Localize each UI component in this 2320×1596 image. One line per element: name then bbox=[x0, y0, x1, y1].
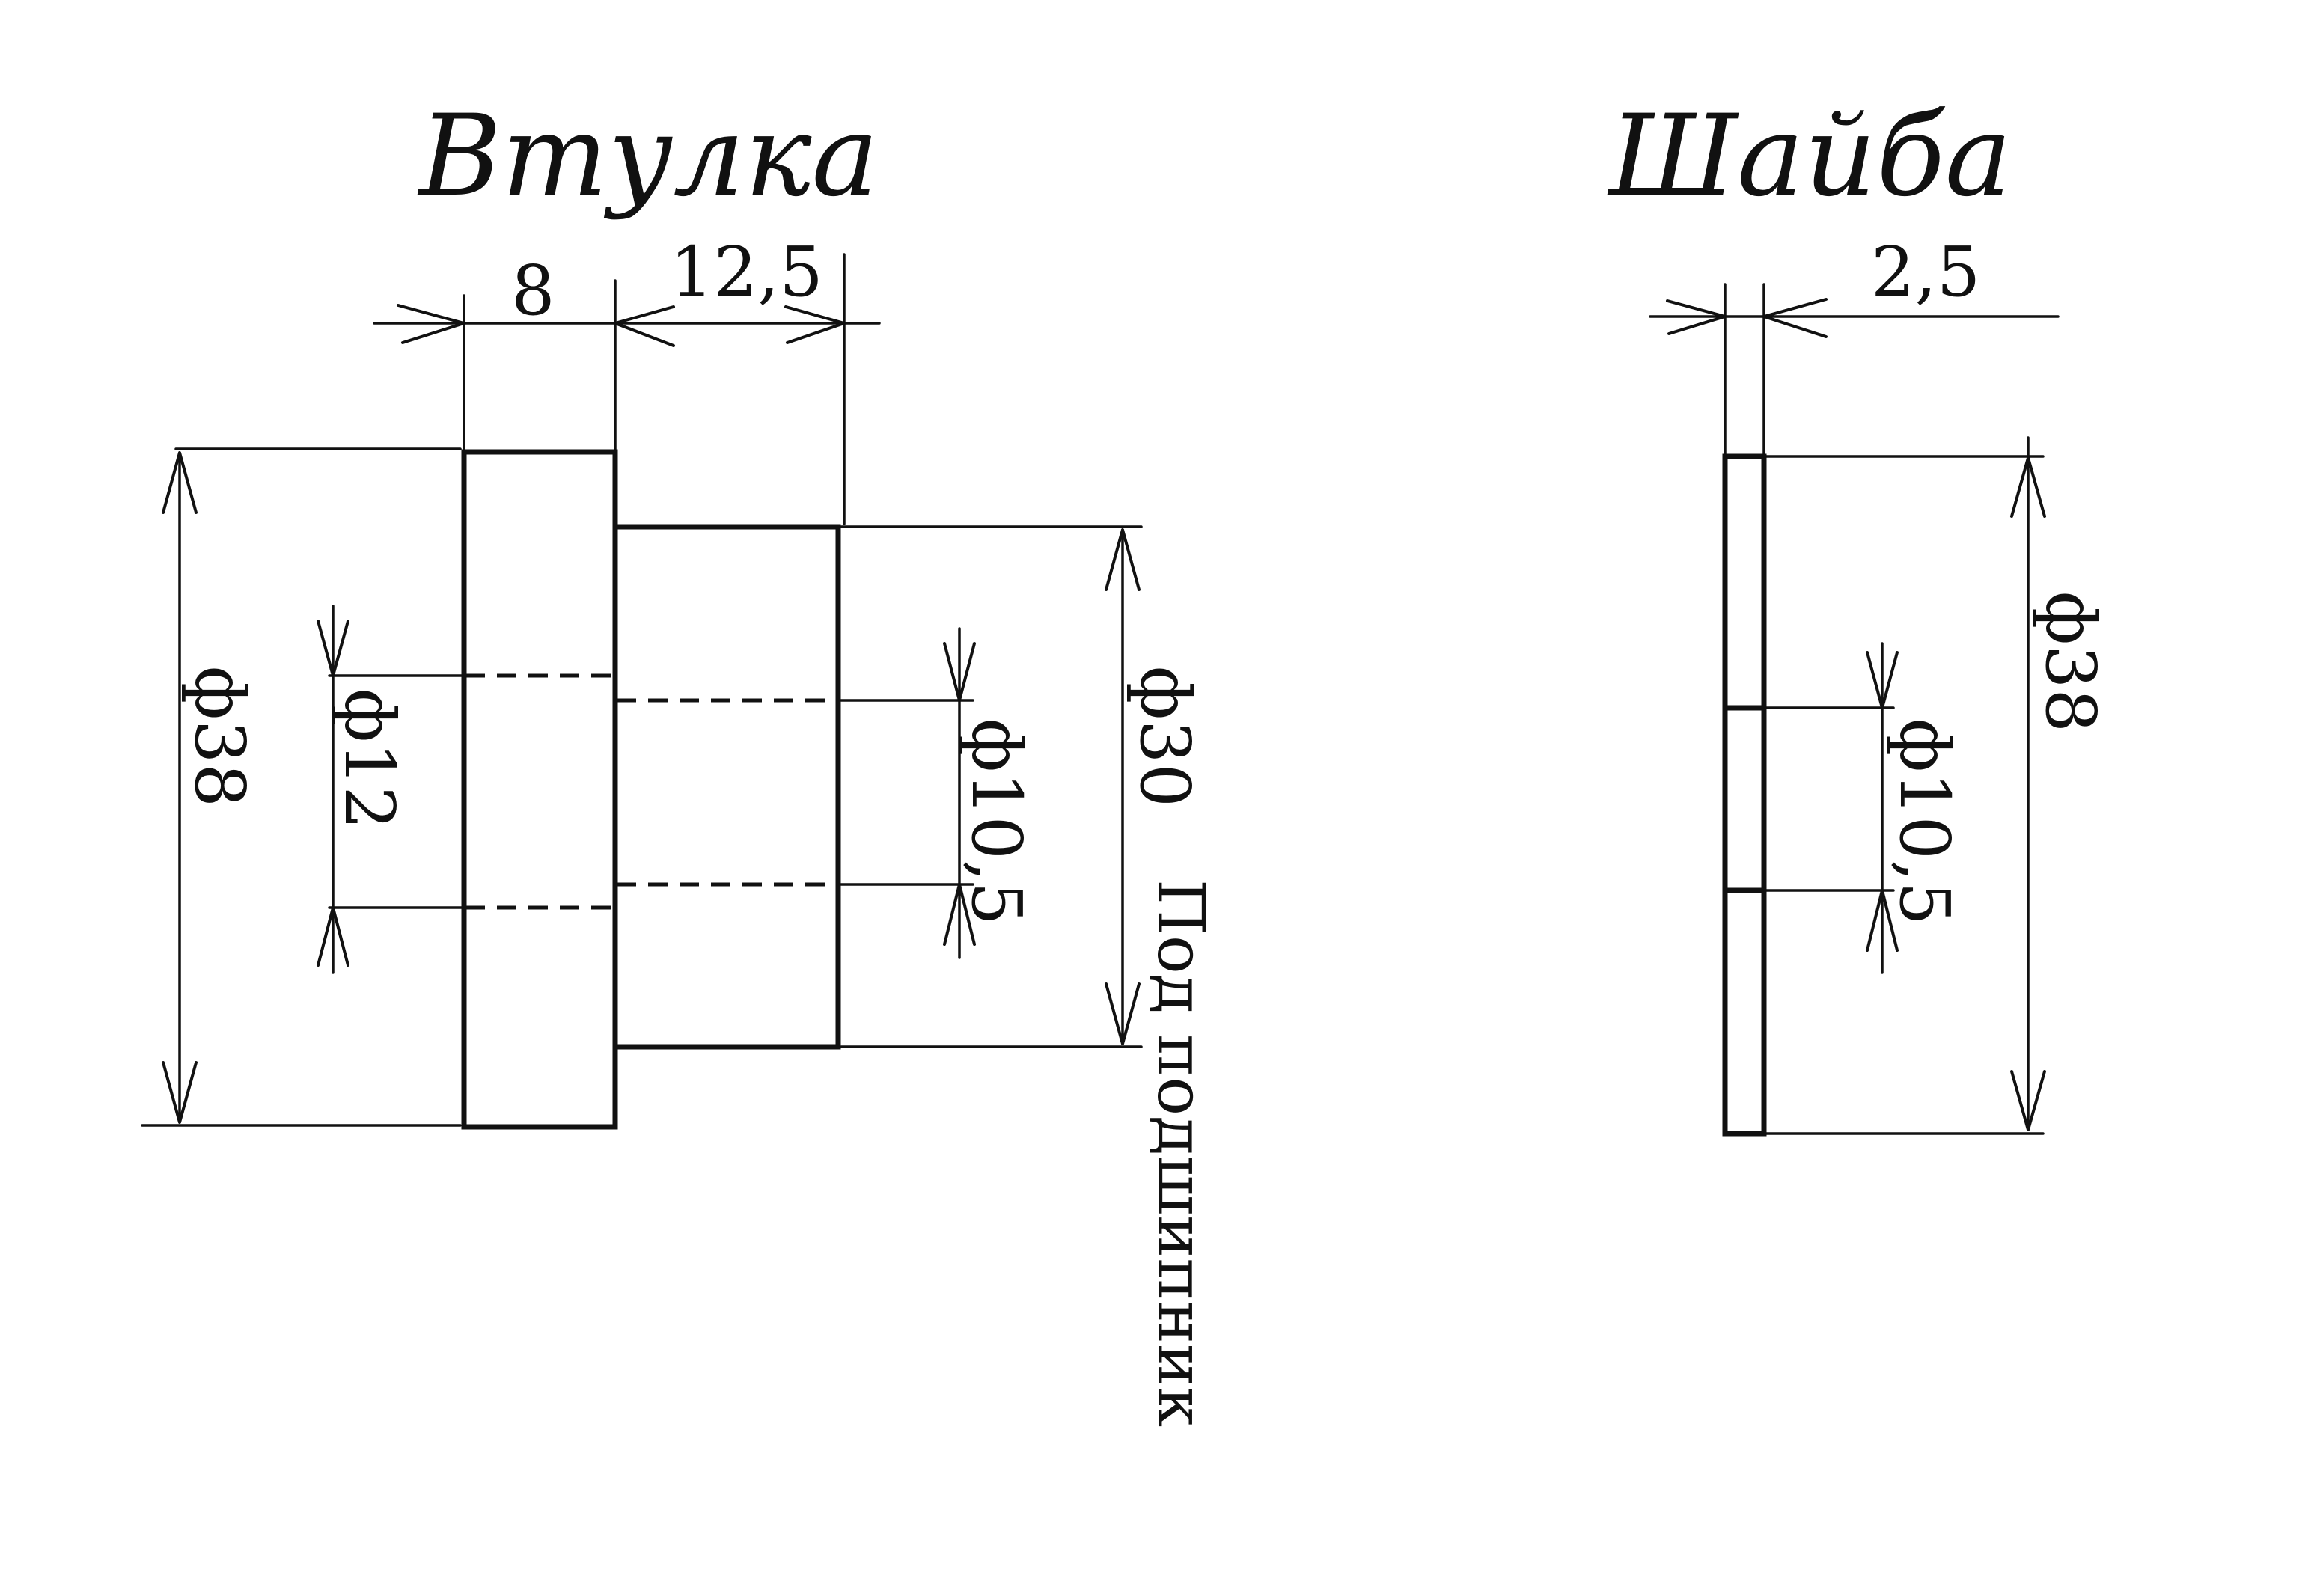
bushing-title: Втулка bbox=[417, 91, 879, 221]
dimension-arrow bbox=[1762, 298, 1828, 338]
dimension-arrow bbox=[317, 620, 349, 677]
dimension-arrow bbox=[1105, 528, 1141, 591]
bushing-hub-note: Под подшипник bbox=[1143, 879, 1218, 1427]
bushing-drawing: Втулка 8 12,5 ф38 ф12 bbox=[141, 91, 1218, 1427]
dimension-arrow bbox=[1105, 982, 1141, 1045]
bushing-hub-diameter-label: ф30 bbox=[1125, 666, 1205, 807]
dimension-arrow bbox=[1666, 299, 1727, 335]
dimension-arrow bbox=[943, 642, 976, 702]
bushing-flange-outline bbox=[461, 449, 618, 1130]
washer-thickness-label: 2,5 bbox=[1871, 232, 1980, 312]
washer-outer-diameter-label: ф38 bbox=[2030, 591, 2110, 733]
washer-drawing: Шайба 2,5 ф38 ф10,5 bbox=[1607, 91, 2110, 1137]
bushing-flange-width-label: 8 bbox=[511, 251, 555, 331]
bushing-hub-outline bbox=[612, 524, 841, 1050]
bushing-bore-left-label: ф12 bbox=[329, 688, 409, 830]
dimension-arrow bbox=[397, 304, 465, 344]
dimension-arrow bbox=[784, 305, 846, 344]
dimension-arrow bbox=[162, 451, 198, 514]
dimension-arrow bbox=[1866, 889, 1899, 952]
dimension-arrow bbox=[943, 883, 976, 946]
dimension-arrow bbox=[317, 906, 349, 967]
dimension-arrow bbox=[162, 1061, 198, 1124]
bushing-outer-diameter-label: ф38 bbox=[180, 666, 260, 807]
dimension-arrow bbox=[614, 305, 675, 347]
washer-bore-label: ф10,5 bbox=[1884, 718, 1965, 926]
bushing-hub-length-label: 12,5 bbox=[670, 232, 823, 312]
dimension-arrow bbox=[1866, 651, 1899, 709]
washer-title: Шайба bbox=[1607, 91, 2012, 221]
dimension-arrow bbox=[2010, 1070, 2046, 1131]
bushing-bore-right-label: ф10,5 bbox=[956, 718, 1037, 926]
dimension-arrow bbox=[2010, 456, 2046, 518]
washer-outline bbox=[1722, 453, 1767, 1137]
